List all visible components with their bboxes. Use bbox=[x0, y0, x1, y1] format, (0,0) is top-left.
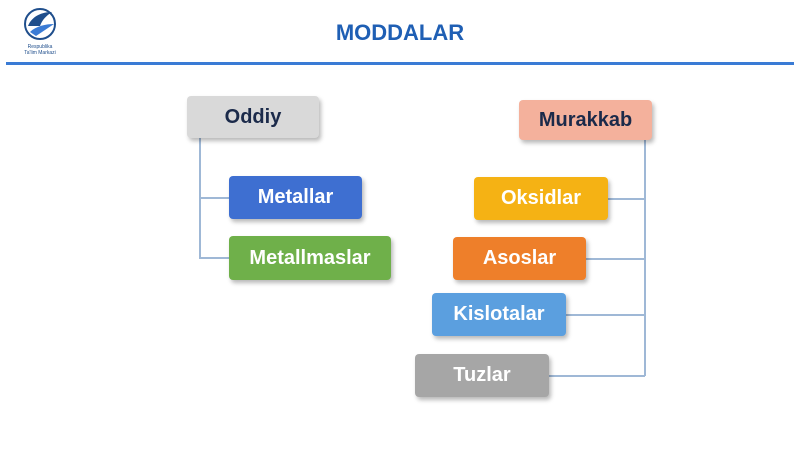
connector-oddiy-metallar bbox=[199, 197, 230, 199]
connector-murakkab-kislotalar bbox=[566, 314, 645, 316]
connector-murakkab-oksidlar bbox=[608, 198, 645, 200]
logo: Respublika Ta'lim Markazi bbox=[12, 6, 68, 62]
node-asoslar-label: Asoslar bbox=[482, 247, 557, 269]
bird-logo-icon bbox=[24, 8, 56, 40]
node-oddiy-label: Oddiy bbox=[224, 105, 282, 128]
node-metallmaslar-label: Metallmaslar bbox=[249, 246, 371, 269]
node-oksidlar-label: Oksidlar bbox=[500, 187, 582, 209]
connector-murakkab-tuzlar bbox=[549, 375, 645, 377]
connector-oddiy-metallmaslar bbox=[199, 257, 230, 259]
node-oksidlar: Oksidlar bbox=[474, 177, 608, 220]
node-kislotalar: Kislotalar bbox=[432, 293, 566, 336]
node-metallmaslar: Metallmaslar bbox=[229, 236, 391, 280]
node-murakkab-label: Murakkab bbox=[538, 108, 633, 131]
page-title: MODDALAR bbox=[335, 20, 465, 45]
node-metallar-label: Metallar bbox=[257, 186, 334, 208]
header-rule bbox=[6, 62, 794, 65]
logo-text: Respublika Ta'lim Markazi bbox=[12, 44, 68, 56]
node-metallar: Metallar bbox=[229, 176, 362, 219]
logo-line1: Respublika bbox=[27, 44, 53, 50]
node-kislotalar-label: Kislotalar bbox=[453, 303, 545, 325]
logo-line2: Ta'lim Markazi bbox=[24, 50, 56, 56]
node-tuzlar-label: Tuzlar bbox=[453, 364, 511, 386]
connector-murakkab-trunk bbox=[644, 140, 646, 376]
node-murakkab: Murakkab bbox=[519, 100, 652, 140]
node-tuzlar: Tuzlar bbox=[415, 354, 549, 397]
connector-murakkab-asoslar bbox=[586, 258, 645, 260]
node-asoslar: Asoslar bbox=[453, 237, 586, 280]
node-oddiy: Oddiy bbox=[187, 96, 319, 138]
